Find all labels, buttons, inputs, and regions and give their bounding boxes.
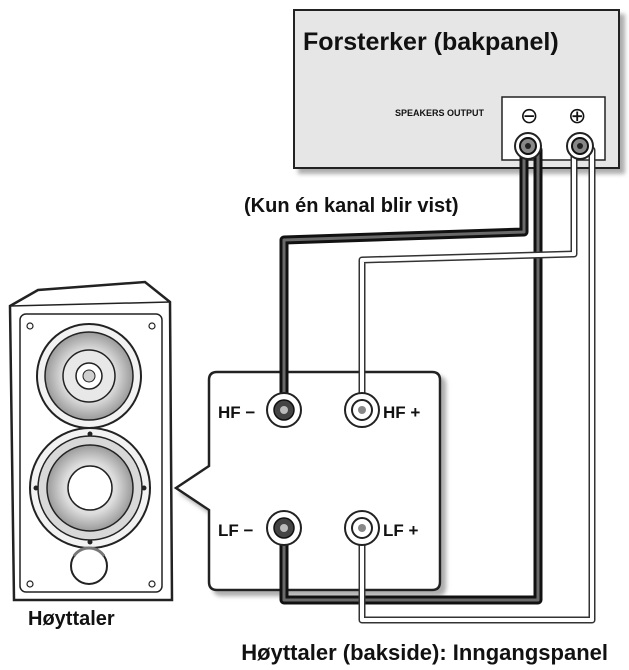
positive-cable bbox=[358, 146, 596, 624]
speakers-output-label: SPEAKERS OUTPUT bbox=[395, 108, 485, 118]
lf-plus-label: LF + bbox=[383, 521, 418, 540]
hf-plus-terminal bbox=[344, 392, 380, 428]
hf-minus-terminal bbox=[266, 392, 302, 428]
lf-minus-label: LF − bbox=[218, 521, 253, 540]
amp-negative-terminal bbox=[514, 132, 542, 160]
output-minus-symbol: ⊖ bbox=[520, 103, 538, 128]
channel-note: (Kun én kanal blir vist) bbox=[244, 195, 458, 217]
panel-caption: Høyttaler (bakside): Inngangspanel bbox=[241, 640, 608, 665]
speaker-label: Høyttaler bbox=[28, 608, 115, 630]
hf-minus-label: HF − bbox=[218, 403, 255, 422]
output-plus-symbol: ⊕ bbox=[568, 103, 586, 128]
hf-plus-label: HF + bbox=[383, 403, 420, 422]
lf-minus-terminal bbox=[266, 510, 302, 546]
amp-positive-terminal bbox=[566, 132, 594, 160]
amplifier-title: Forsterker (bakpanel) bbox=[303, 28, 559, 56]
negative-cable bbox=[279, 145, 543, 605]
lf-plus-terminal bbox=[344, 510, 380, 546]
woofer bbox=[29, 427, 151, 549]
speaker-cabinet bbox=[8, 280, 174, 602]
tweeter bbox=[36, 323, 142, 429]
